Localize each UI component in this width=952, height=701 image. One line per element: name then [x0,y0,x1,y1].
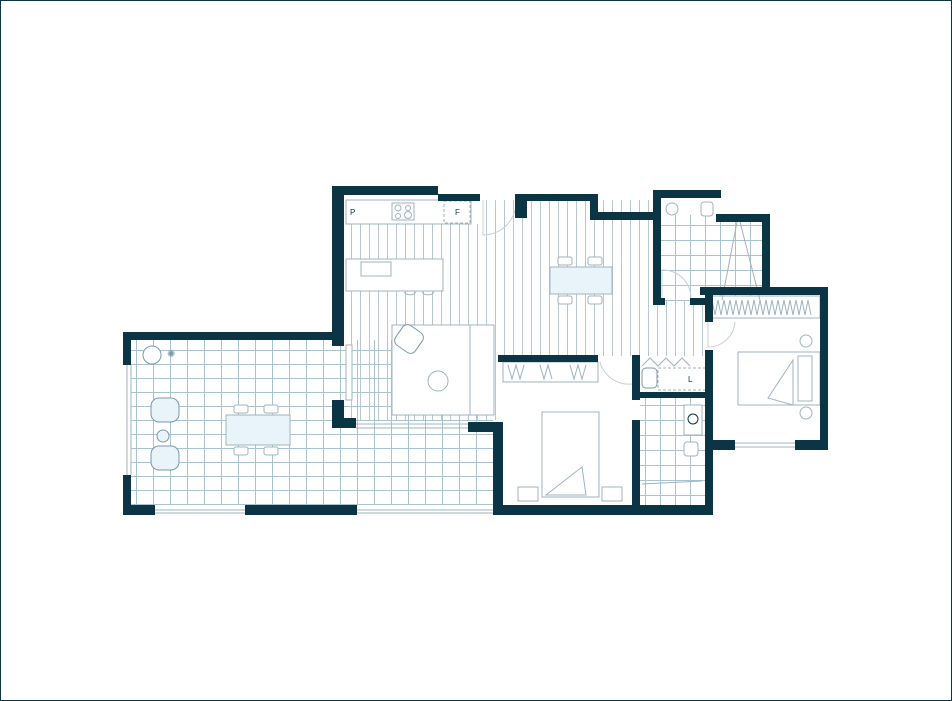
basin-icon [687,413,699,425]
side-table-icon [156,429,170,443]
lounge-chair-icon [150,445,180,471]
laundry-cupboard [657,367,707,391]
bed-icon [541,411,600,498]
bbq-icon [142,345,162,365]
basin-icon [665,202,679,216]
lamp-icon [799,406,813,420]
hallway-timber-floor [600,300,705,356]
balcony: ✺ [142,345,291,471]
toilet-icon [700,201,714,217]
living-room [345,324,495,416]
dining [549,256,613,305]
ensuite-tiles [660,215,762,301]
walls [123,186,828,515]
wet-areas: L [641,201,761,485]
pantry-label: P [350,208,355,217]
coffee-table-icon [427,370,449,392]
bed-icon [737,351,821,406]
lounge-chair-icon [150,397,180,423]
kitchen-island [345,258,444,292]
cooktop-icon [391,202,415,221]
plant-icon: ✺ [167,349,175,360]
windows [126,365,795,514]
bifold-door [641,357,691,367]
lamp-icon [799,334,813,348]
laundry-label: L [688,375,693,384]
toilet-icon [683,441,699,457]
dining-table-icon [549,266,613,295]
fridge-label: F [455,208,460,217]
laundry-tub-icon [641,367,658,389]
bedside-table [601,486,623,502]
bedroom-2 [502,361,623,502]
bedside-table [517,486,539,502]
master-bedroom [707,295,821,420]
shower-screen [641,480,703,485]
outdoor-table-icon [225,414,291,446]
kitchen: P F [345,199,472,296]
tv-unit [345,344,353,401]
sink-icon [360,261,392,277]
armchair-icon [394,324,424,354]
sofa-icon [469,324,495,416]
stool-icon [403,291,435,296]
